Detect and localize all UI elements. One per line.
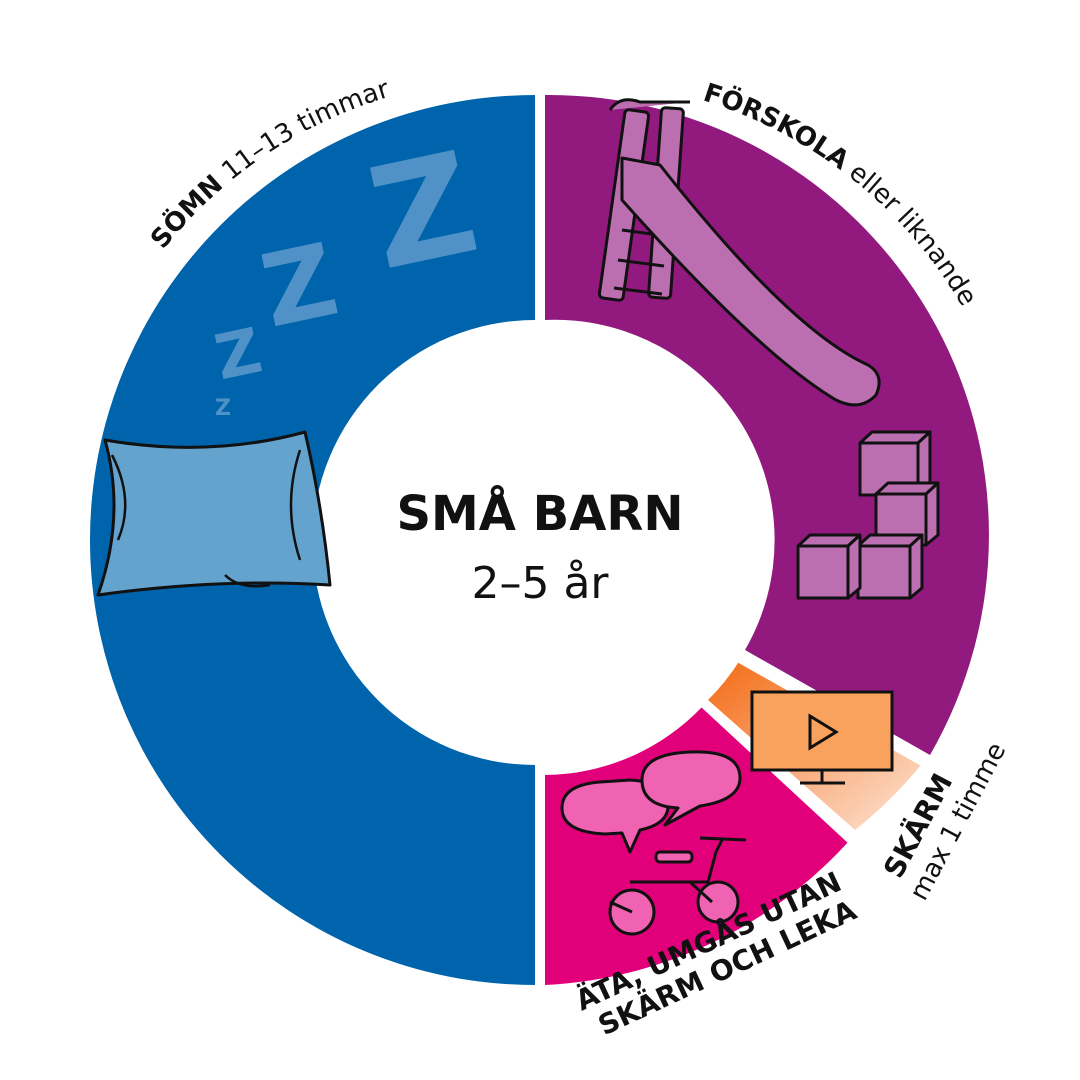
screen-icon [750,690,894,785]
tricycle-icon [608,836,747,936]
slide-icon [597,98,881,407]
center-title: SMÅ BARN [396,485,683,542]
speech-bubbles-icon [560,750,742,854]
svg-text:Z: Z [215,396,231,421]
pillow-icon [96,430,332,597]
blocks-icon [796,430,940,600]
center-subtitle: 2–5 år [471,558,609,609]
center-circle [322,322,758,758]
